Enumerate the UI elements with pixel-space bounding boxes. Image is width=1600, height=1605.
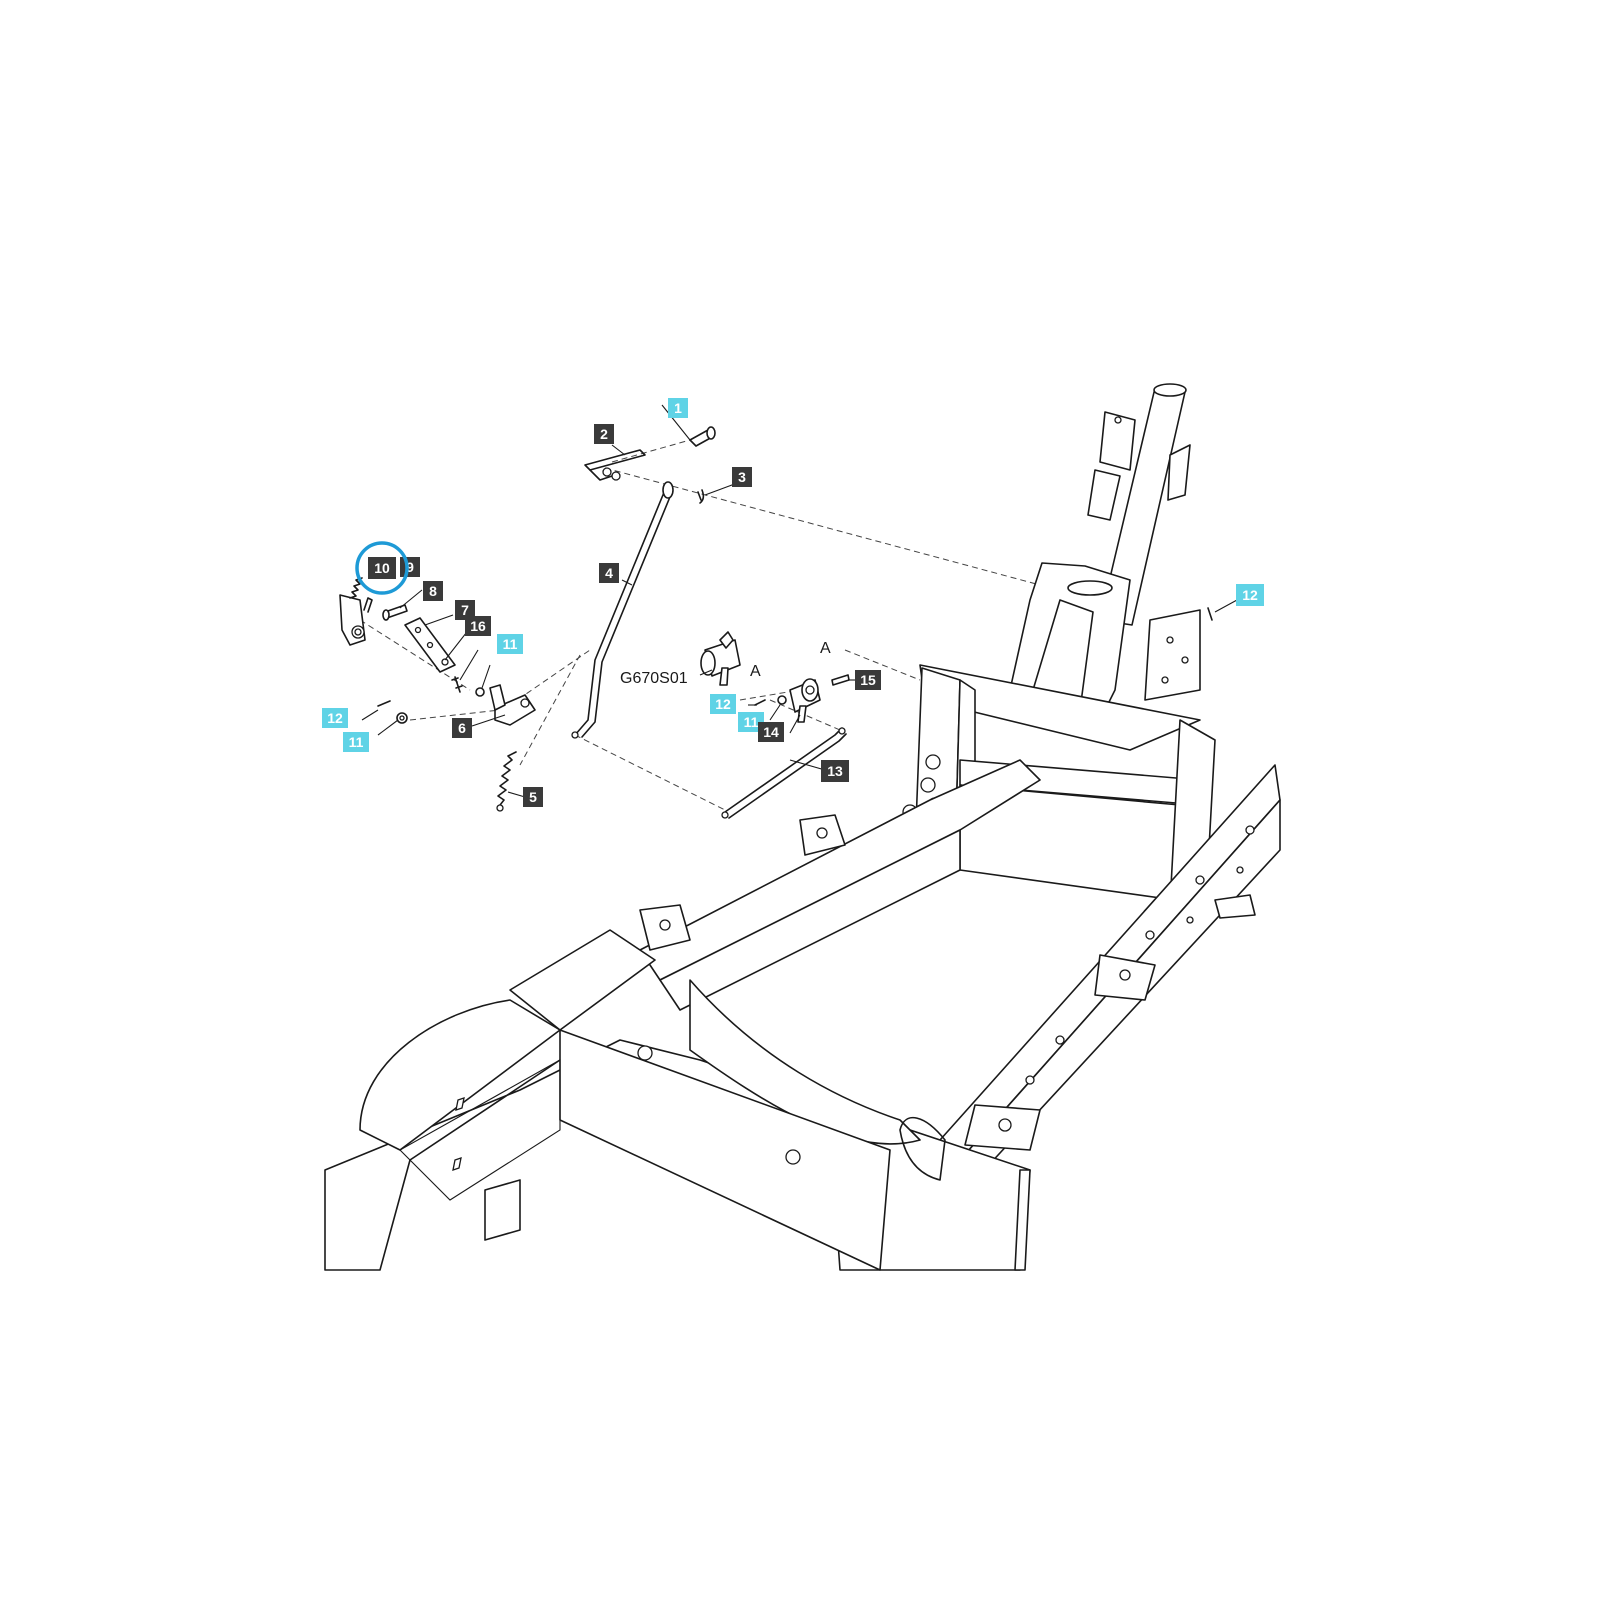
callout-7: 7 xyxy=(455,600,475,620)
part-2-lever xyxy=(584,449,646,481)
part-11-washer-c xyxy=(777,695,787,705)
side-mount-plate xyxy=(1144,609,1201,701)
left-fender xyxy=(359,999,561,1151)
part-12-pin-b xyxy=(377,700,391,707)
callout-12-b: 12 xyxy=(322,708,348,728)
svg-text:4: 4 xyxy=(605,565,613,581)
svg-text:5: 5 xyxy=(529,789,537,805)
callout-11-b: 11 xyxy=(343,732,369,752)
part-11-washer-a xyxy=(475,687,485,697)
svg-text:3: 3 xyxy=(738,469,746,485)
svg-text:10: 10 xyxy=(374,560,390,576)
svg-text:14: 14 xyxy=(763,724,779,740)
part-13-rod xyxy=(721,727,847,819)
linkage-parts xyxy=(339,404,1238,819)
callout-12-a: 12 xyxy=(710,694,736,714)
part-5-spring xyxy=(496,751,517,812)
part-14-bushing xyxy=(789,678,821,723)
callout-16: 16 xyxy=(465,616,491,636)
svg-text:13: 13 xyxy=(827,763,843,779)
svg-text:2: 2 xyxy=(600,426,608,442)
callout-2: 2 xyxy=(594,424,614,444)
svg-text:12: 12 xyxy=(715,696,731,712)
svg-text:12: 12 xyxy=(327,710,343,726)
svg-text:12: 12 xyxy=(1242,587,1258,603)
callout-12-c: 12 xyxy=(1236,584,1264,606)
tractor-frame xyxy=(324,383,1281,1271)
part-1-knob xyxy=(689,426,716,447)
ref-label-a-1: A xyxy=(820,640,831,657)
callout-9: 9 xyxy=(400,557,420,577)
part-4-rod xyxy=(571,481,674,739)
svg-text:8: 8 xyxy=(429,583,437,599)
svg-text:11: 11 xyxy=(744,714,759,730)
ref-label-a-2: A xyxy=(750,663,761,680)
callout-10-highlight-ring xyxy=(355,541,409,595)
callout-4: 4 xyxy=(599,563,619,583)
callout-15: 15 xyxy=(855,670,881,690)
part-9-10-plate xyxy=(339,577,373,646)
svg-text:11: 11 xyxy=(503,636,518,652)
svg-text:6: 6 xyxy=(458,720,466,736)
g670s01-bushing xyxy=(700,631,741,686)
callout-13: 13 xyxy=(821,760,849,782)
callout-11-a: 11 xyxy=(497,634,523,654)
svg-text:11: 11 xyxy=(349,734,364,750)
svg-text:1: 1 xyxy=(674,400,682,416)
part-16-bolt xyxy=(451,676,463,693)
part-code-label: G670S01 xyxy=(620,670,688,687)
callout-10: 10 xyxy=(368,557,396,579)
svg-text:9: 9 xyxy=(406,559,414,575)
callout-3: 3 xyxy=(732,467,752,487)
part-7-plate xyxy=(404,617,456,673)
callout-6: 6 xyxy=(452,718,472,738)
part-6-bracket xyxy=(489,684,536,726)
part-8-pin xyxy=(382,604,408,621)
part-12-pin-c xyxy=(1207,607,1213,621)
seat-support-curve xyxy=(689,979,921,1145)
part-3-clip xyxy=(697,489,705,504)
part-15-pin xyxy=(831,674,850,686)
assembly-guide-lines xyxy=(359,439,1041,811)
svg-text:15: 15 xyxy=(860,672,876,688)
callout-8: 8 xyxy=(423,581,443,601)
callout-5: 5 xyxy=(523,787,543,807)
svg-text:16: 16 xyxy=(470,618,486,634)
part-12-pin-a xyxy=(754,699,766,706)
tow-handle xyxy=(899,1116,946,1181)
column-bracket xyxy=(1009,562,1131,721)
part-9-spring-pin xyxy=(363,597,373,613)
leader-lines xyxy=(361,404,1238,798)
callout-1: 1 xyxy=(668,398,688,418)
callout-14: 14 xyxy=(758,722,784,742)
callout-11-c: 11 xyxy=(738,712,764,732)
svg-text:7: 7 xyxy=(461,602,469,618)
